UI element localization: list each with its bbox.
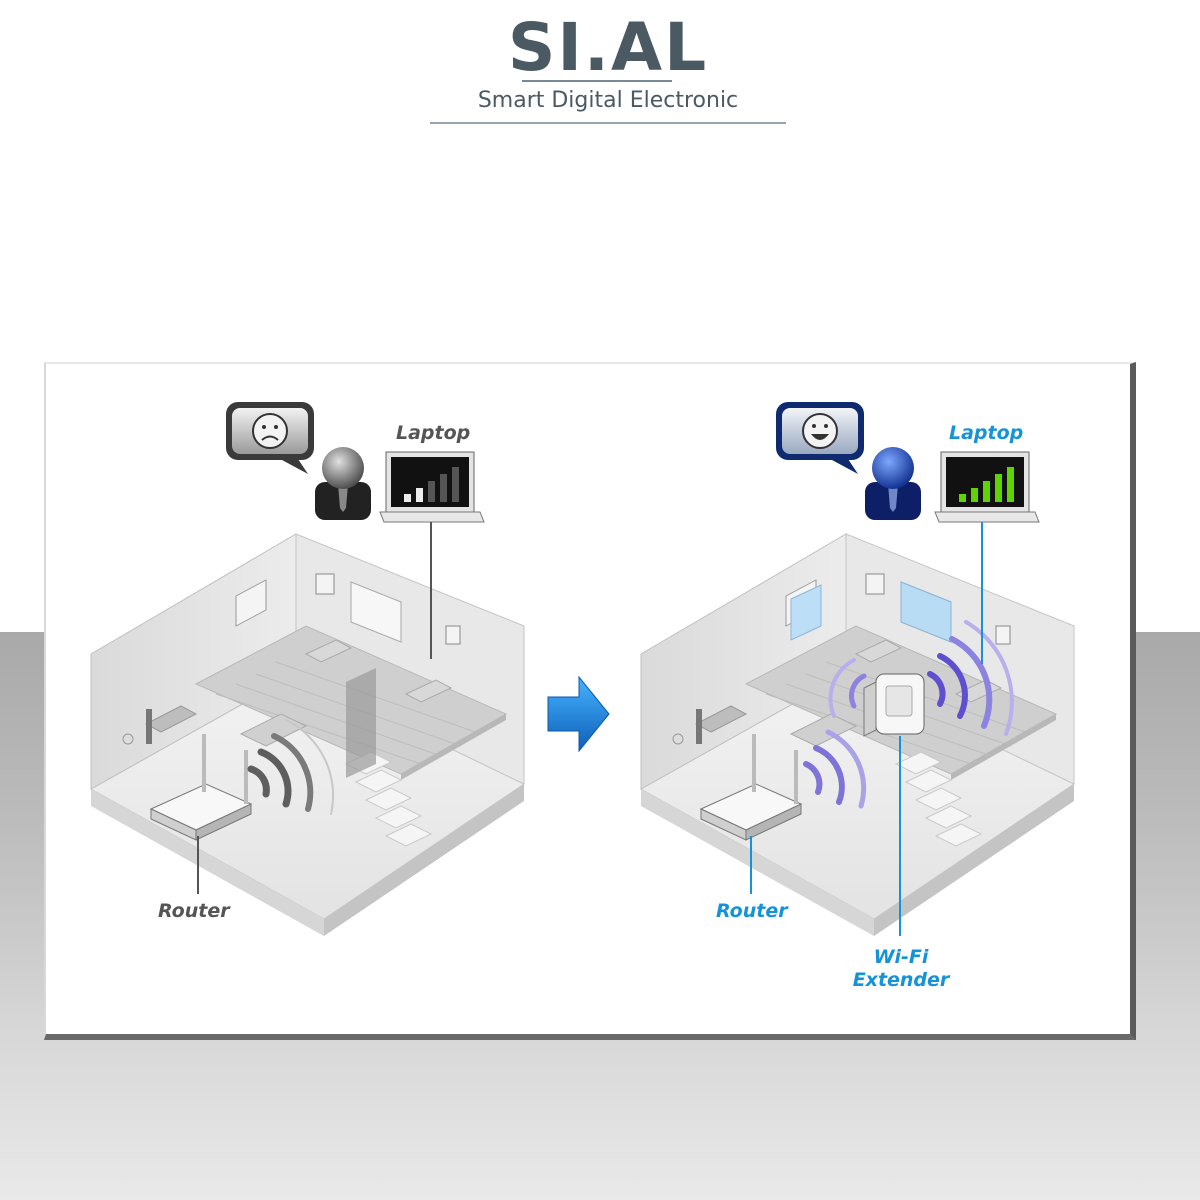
before-house-illustration	[90, 402, 525, 937]
before-signal-bars	[404, 467, 459, 502]
before-laptop-label: Laptop	[396, 422, 471, 444]
before-user-avatar	[315, 447, 371, 520]
after-router-label: Router	[716, 900, 788, 922]
before-signal-waves	[247, 719, 334, 815]
logo-underline	[522, 80, 672, 82]
logo-tagline: Smart Digital Electronic	[477, 88, 739, 113]
wifi-extender-device	[863, 673, 925, 737]
brand-logo: SI.AL Smart Digital Electronic	[430, 8, 786, 126]
wifi-extender-label: Wi-Fi Extender	[846, 946, 956, 992]
diagram-panel: Laptop Router Laptop Router Wi-Fi Extend…	[44, 362, 1136, 1040]
wifi-extender-label-line2: Extender	[852, 969, 950, 991]
after-house-illustration	[640, 402, 1075, 937]
after-user-avatar	[865, 447, 921, 520]
sad-face-icon	[252, 413, 288, 449]
logo-divider	[430, 122, 786, 124]
happy-face-icon	[802, 413, 838, 449]
after-router-signal-waves	[803, 729, 867, 809]
before-speech-bubble	[226, 402, 314, 474]
after-signal-bars	[959, 467, 1014, 502]
extender-signal-waves	[828, 620, 1014, 736]
after-speech-bubble	[776, 402, 864, 474]
before-laptop-device	[379, 451, 485, 523]
before-router-label: Router	[158, 900, 230, 922]
wifi-extender-label-line1: Wi-Fi	[873, 946, 929, 968]
diagram-illustration	[90, 402, 1075, 937]
logo-wordmark: SI.AL	[507, 9, 709, 86]
transition-arrow-icon	[547, 675, 610, 753]
after-laptop-label: Laptop	[949, 422, 1024, 444]
after-laptop-device	[934, 451, 1040, 523]
